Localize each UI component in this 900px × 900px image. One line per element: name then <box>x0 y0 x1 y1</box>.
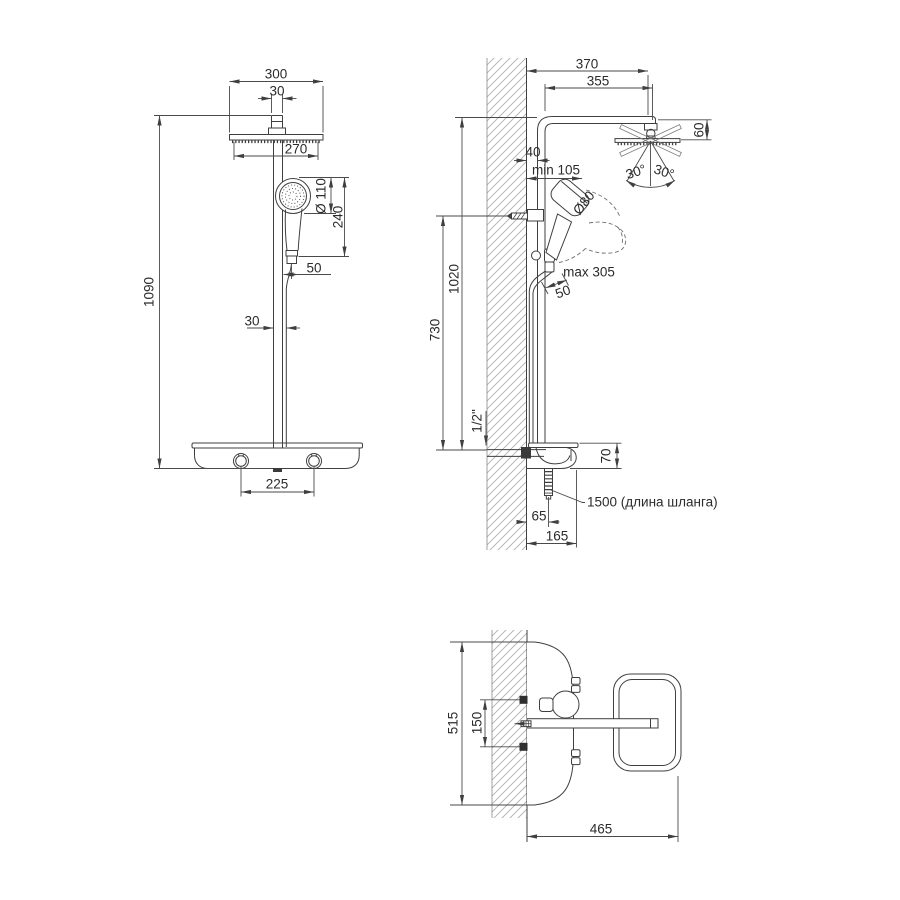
dim-hand-shower-length: 240 <box>330 205 346 229</box>
riser-pipe-side <box>537 116 656 443</box>
note-hose-length: 1500 (длина шланга) <box>587 494 718 510</box>
hand-shower-plan <box>551 690 580 719</box>
side-view-dimensions <box>436 68 712 548</box>
dim-inlet-height: 730 <box>427 318 443 342</box>
water-inlet <box>487 447 546 459</box>
dim-arm-reach: 370 <box>575 56 599 72</box>
tilt-angle-fan <box>625 140 676 188</box>
inlet-arrow <box>514 720 532 728</box>
hose-outlet-stub <box>544 468 553 500</box>
front-view <box>154 79 363 497</box>
shelf-side <box>527 442 579 469</box>
hand-shower-side <box>528 178 590 443</box>
dim-head-face: 270 <box>284 141 308 157</box>
hand-shower-phantom <box>558 189 627 263</box>
front-view-dimensions <box>154 79 349 497</box>
dim-connection-thread: 1/2" <box>469 409 485 433</box>
dim-max-reach: max 305 <box>563 264 615 280</box>
dim-overall-depth: 465 <box>589 821 613 837</box>
dim-shelf-width: 515 <box>445 711 461 735</box>
dim-wall-offset: 40 <box>525 144 541 160</box>
shelf-clips <box>571 677 581 766</box>
rain-head-side <box>614 138 681 143</box>
dim-handle-spacing: 225 <box>265 476 289 492</box>
dim-shelf-depth: 165 <box>545 528 569 544</box>
dim-hand-shower-offset: 50 <box>306 260 322 276</box>
dim-head-drop: 60 <box>691 122 707 138</box>
dim-total-height: 1090 <box>141 276 157 308</box>
side-view <box>436 58 712 550</box>
dim-arm-length: 355 <box>586 73 610 89</box>
dim-shelf-height: 70 <box>598 448 614 464</box>
wall-anchor-lower <box>519 742 528 751</box>
dim-min-clearance: min 105 <box>531 162 581 178</box>
top-view-dimensions <box>450 641 679 842</box>
dim-riser-height: 1020 <box>446 263 462 295</box>
arm-plan <box>526 718 659 729</box>
wall-hatch-side <box>487 58 527 550</box>
dim-top-connector: 30 <box>269 83 285 99</box>
dim-head-width: 300 <box>264 66 288 82</box>
rain-head-front <box>229 134 324 141</box>
dim-pipe-width: 30 <box>244 313 260 329</box>
wall-anchor-upper <box>519 695 528 704</box>
top-view <box>450 630 682 842</box>
dim-hand-shower-diameter: Ø 110 <box>313 178 329 214</box>
hand-shower-front <box>275 178 311 447</box>
shelf-front <box>191 442 363 472</box>
dim-hose-outlet-offset: 65 <box>531 508 547 524</box>
hose-note-leader <box>550 489 585 503</box>
dim-mount-spacing: 150 <box>469 711 485 735</box>
